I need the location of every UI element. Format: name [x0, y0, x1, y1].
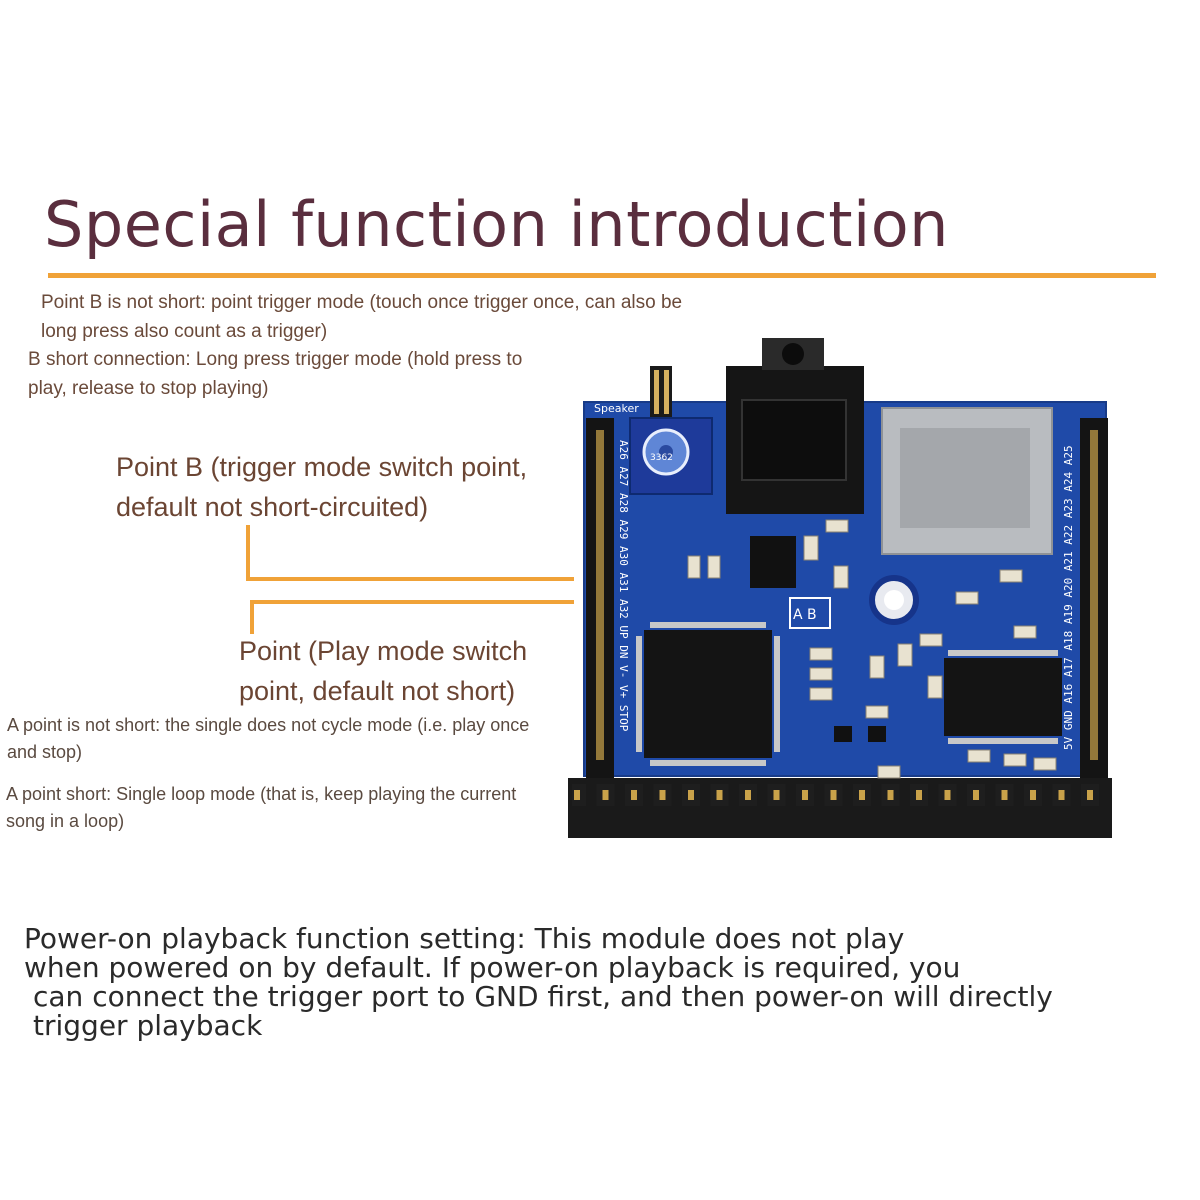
- point-b-not-short-note: Point B is not short: point trigger mode…: [41, 288, 761, 346]
- leader-line-a-horizontal: [250, 600, 574, 604]
- note-line: A point short: Single loop mode (that is…: [6, 784, 517, 804]
- speaker-silk-label: Speaker: [594, 402, 639, 415]
- paragraph-line: when powered on by default. If power-on …: [24, 951, 961, 984]
- point-b-label: Point B (trigger mode switch point, defa…: [116, 447, 576, 527]
- note-line: long press also count as a trigger): [41, 321, 328, 342]
- point-a-label: Point (Play mode switch point, default n…: [239, 631, 569, 711]
- page-title: Special function introduction: [44, 188, 949, 261]
- label-line: Point (Play mode switch: [239, 636, 528, 666]
- a-short-note: A point short: Single loop mode (that is…: [6, 781, 571, 835]
- paragraph-line: trigger playback: [33, 1009, 263, 1042]
- right-silk-labels: 5V GND A16 A17 A18 A19 A20 A21 A22 A23 A…: [1062, 445, 1075, 750]
- b-short-note: B short connection: Long press trigger m…: [28, 345, 628, 403]
- label-line: Point B (trigger mode switch point,: [116, 452, 528, 482]
- leader-line-b-vertical: [246, 525, 250, 581]
- left-silk-labels: A26 A27 A28 A29 A30 A31 A32 UP DN V- V+ …: [617, 440, 630, 732]
- paragraph-line: can connect the trigger port to GND firs…: [33, 980, 1053, 1013]
- leader-line-a-vertical: [250, 600, 254, 634]
- ab-silk-label: A B: [793, 607, 817, 623]
- pot-label: 3362: [650, 453, 673, 463]
- note-line: A point is not short: the single does no…: [7, 715, 530, 735]
- note-line: Point B is not short: point trigger mode…: [41, 292, 683, 313]
- title-underline: [48, 273, 1156, 278]
- label-line: point, default not short): [239, 676, 516, 706]
- power-on-playback-paragraph: Power-on playback function setting: This…: [24, 924, 1134, 1040]
- note-line: song in a loop): [6, 811, 125, 831]
- note-line: and stop): [7, 742, 83, 762]
- note-line: play, release to stop playing): [28, 378, 269, 399]
- mp3-module-board-photo: Speaker A B A26 A27 A28 A29 A30 A31 A32 …: [568, 338, 1112, 838]
- a-not-short-note: A point is not short: the single does no…: [7, 712, 572, 766]
- label-line: default not short-circuited): [116, 492, 429, 522]
- note-line: B short connection: Long press trigger m…: [28, 349, 523, 370]
- paragraph-line: Power-on playback function setting: This…: [24, 922, 905, 955]
- leader-line-b-horizontal: [246, 577, 574, 581]
